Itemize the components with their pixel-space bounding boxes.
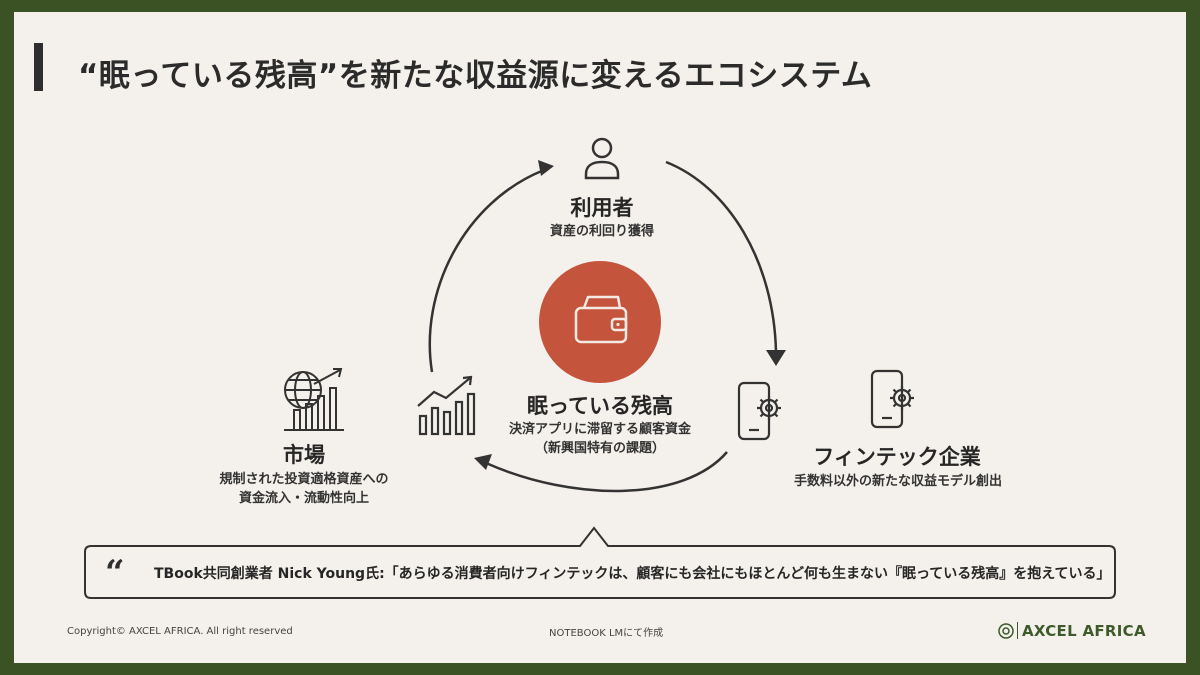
- growth-chart-icon: [417, 375, 476, 436]
- quote-text: TBook共同創業者 Nick Young氏:「あらゆる消費者向けフィンテックは…: [154, 566, 1111, 582]
- footer-generator-note: NOTEBOOK LMにて作成: [549, 628, 664, 639]
- cycle-arrow-market-to-user: [428, 168, 545, 373]
- slide: “眠っている残高”を新たな収益源に変えるエコシステム: [14, 12, 1186, 663]
- cycle-arrow-fintech-to-market: [485, 451, 728, 493]
- center-circle: [539, 261, 661, 383]
- globe-chart-icon: [284, 368, 344, 431]
- title-accent-bar: [34, 43, 43, 91]
- fintech-node-title: フィンテック企業: [813, 445, 981, 469]
- market-node-title: 市場: [283, 443, 325, 467]
- quote-box-outline: [84, 526, 1116, 599]
- phone-gear-icon: [870, 369, 914, 429]
- fintech-node-subtitle: 手数料以外の新たな収益モデル創出: [793, 474, 1002, 489]
- center-node-subtitle-line2: （新興国特有の課題）: [534, 441, 665, 456]
- wallet-icon: [574, 295, 628, 344]
- quote-icon: “: [105, 553, 125, 593]
- phone-gear-icon-small: [737, 381, 781, 441]
- market-node-subtitle-line1: 規制された投資適格資産への: [219, 472, 389, 487]
- footer-brand: AXCEL AFRICA: [1022, 622, 1146, 640]
- cycle-arrow-user-to-fintech: [665, 160, 778, 353]
- ecosystem-diagram: [84, 137, 1116, 639]
- user-node-title: 利用者: [570, 196, 634, 220]
- brand-logo-icon: [998, 623, 1014, 639]
- center-node-title: 眠っている残高: [527, 394, 673, 418]
- person-icon: [584, 137, 620, 180]
- footer-copyright: Copyright© AXCEL AFRICA. All right reser…: [67, 626, 293, 637]
- user-node-subtitle: 資産の利回り獲得: [549, 224, 654, 239]
- market-node-subtitle-line2: 資金流入・流動性向上: [238, 491, 369, 506]
- slide-title: “眠っている残高”を新たな収益源に変えるエコシステム: [78, 58, 873, 94]
- center-node-subtitle-line1: 決済アプリに滞留する顧客資金: [508, 422, 691, 437]
- brand-divider: [1017, 622, 1018, 639]
